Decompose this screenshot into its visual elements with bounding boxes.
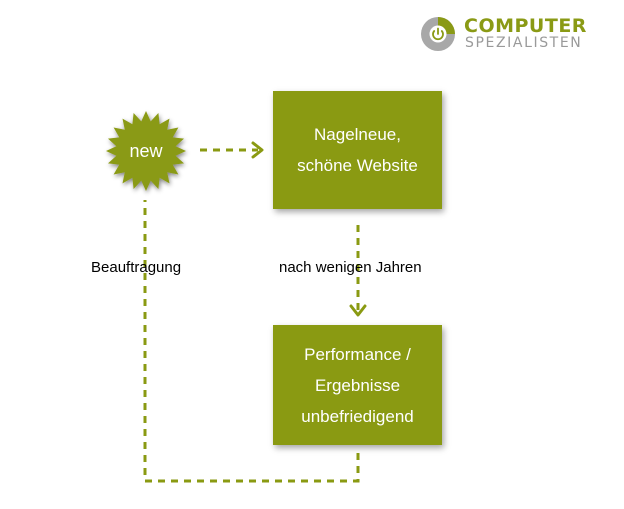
box-bottom-line-1: Performance / xyxy=(304,344,411,364)
loop-back-line xyxy=(143,200,360,483)
power-button-icon xyxy=(421,17,455,51)
arrowhead-down-icon xyxy=(349,304,367,317)
box-top-line-2: schöne Website xyxy=(297,156,418,175)
box-performance: Performance / Ergebnisse unbefriedigend xyxy=(273,325,442,445)
label-beauftragung: Beauftragung xyxy=(91,259,182,276)
company-logo: COMPUTER SPEZIALISTEN xyxy=(418,14,614,54)
box-new-website: Nagelneue, schöne Website xyxy=(273,91,442,209)
arrowhead-right-icon xyxy=(251,141,264,159)
box-bottom-line-3: unbefriedigend xyxy=(301,406,414,426)
logo-text-spezialisten: SPEZIALISTEN xyxy=(465,35,583,51)
new-badge-label: new xyxy=(129,141,163,161)
logo-text-computer: COMPUTER xyxy=(464,15,587,37)
new-badge-starburst xyxy=(106,111,186,191)
box-top-line-1: Nagelneue, xyxy=(314,125,401,144)
box-bottom-line-2: Ergebnisse xyxy=(314,375,401,395)
label-nach-wenigen-jahren: nach wenigen Jahren xyxy=(279,259,422,276)
